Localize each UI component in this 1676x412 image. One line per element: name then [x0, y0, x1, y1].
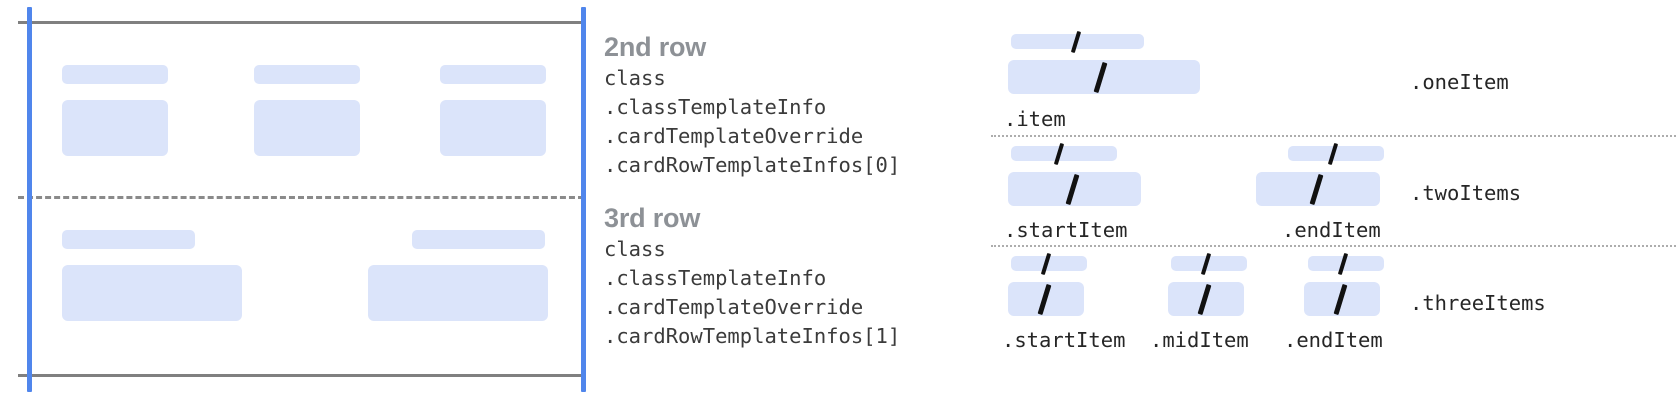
three-items-variant-label: .threeItems — [1410, 291, 1546, 315]
three-items-end-label: .endItem — [1284, 328, 1383, 352]
variant-divider — [991, 135, 1676, 137]
variant-divider — [991, 245, 1676, 247]
card-frame-preview — [0, 0, 600, 412]
second-row-code-line: .cardRowTemplateInfos[0] — [604, 153, 901, 177]
third-row-description: 3rd row class .classTemplateInfo .cardTe… — [604, 201, 900, 351]
three-items-start-label: .startItem — [1002, 328, 1126, 352]
second-row-title: 2nd row — [604, 32, 707, 62]
card-row-divider — [18, 196, 584, 199]
third-row-title: 3rd row — [604, 203, 701, 233]
second-row-code-line: .classTemplateInfo — [604, 95, 827, 119]
second-row-code-line: .cardTemplateOverride — [604, 124, 864, 148]
card-frame-top-rule — [18, 21, 584, 24]
one-item-label: .item — [1004, 107, 1066, 131]
two-items-end-header-placeholder — [1288, 146, 1384, 161]
third-row-code-line: .cardRowTemplateInfos[1] — [604, 324, 901, 348]
preview-cell-body — [368, 265, 548, 321]
three-items-start-header-placeholder — [1011, 256, 1087, 271]
one-item-variant-label: .oneItem — [1410, 70, 1509, 94]
two-items-end-label: .endItem — [1282, 218, 1381, 242]
three-items-end-header-placeholder — [1308, 256, 1384, 271]
two-items-start-header-placeholder — [1011, 146, 1117, 161]
three-items-mid-header-placeholder — [1171, 256, 1247, 271]
second-row-code-line: class — [604, 66, 666, 90]
card-frame-bottom-rule — [18, 374, 584, 377]
third-row-code-line: .classTemplateInfo — [604, 266, 827, 290]
preview-cell-header — [440, 65, 546, 84]
preview-cell-header — [62, 65, 168, 84]
right-margin-guide — [581, 7, 586, 392]
preview-cell-header — [412, 230, 545, 249]
left-margin-guide — [27, 7, 32, 392]
third-row-code-line: .cardTemplateOverride — [604, 295, 864, 319]
preview-cell-body — [440, 100, 546, 156]
preview-cell-body — [254, 100, 360, 156]
two-items-variant-label: .twoItems — [1410, 181, 1522, 205]
preview-cell-body — [62, 265, 242, 321]
preview-cell-body — [62, 100, 168, 156]
row-description-column: 2nd row class .classTemplateInfo .cardTe… — [604, 0, 984, 412]
second-row-description: 2nd row class .classTemplateInfo .cardTe… — [604, 30, 900, 180]
preview-cell-header — [62, 230, 195, 249]
two-items-start-label: .startItem — [1004, 218, 1128, 242]
three-items-mid-label: .midItem — [1150, 328, 1249, 352]
preview-cell-header — [254, 65, 360, 84]
row-variants-legend: .item .oneItem .startItem .endItem .twoI… — [984, 0, 1676, 412]
third-row-code-line: class — [604, 237, 666, 261]
